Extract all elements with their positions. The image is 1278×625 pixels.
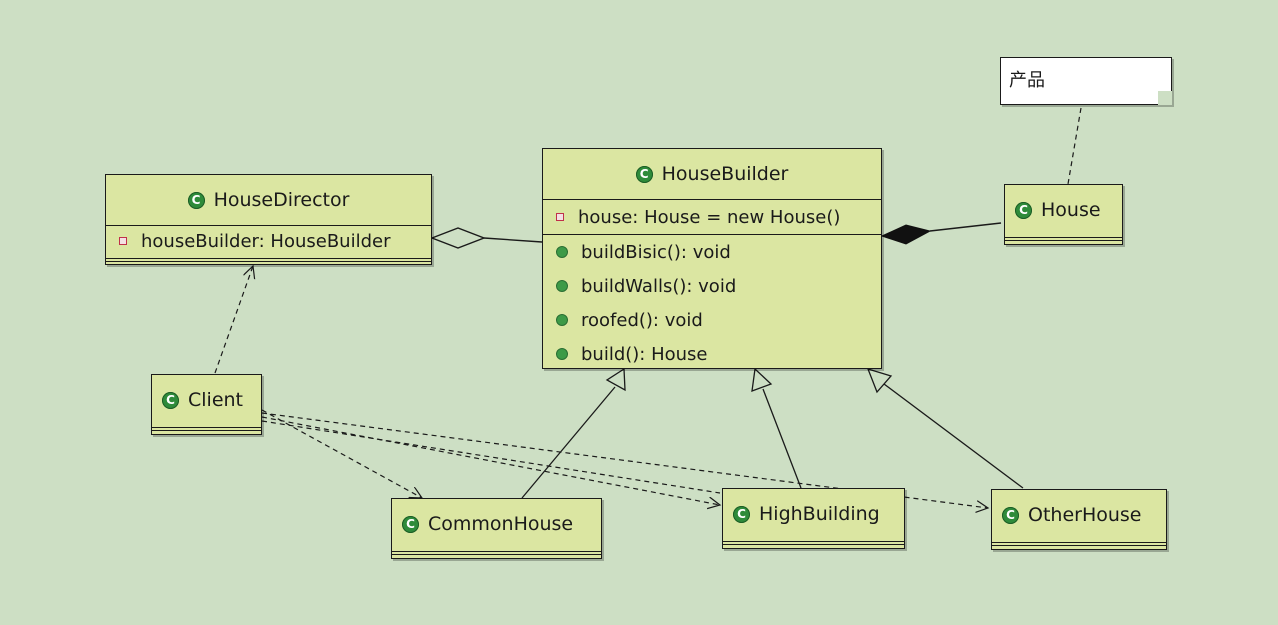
method-row[interactable]: build(): House <box>543 337 881 371</box>
class-icon: C <box>733 505 750 523</box>
method-text: buildWalls(): void <box>581 275 737 297</box>
attribute-row[interactable]: houseBuilder: HouseBuilder <box>106 226 431 256</box>
class-icon: C <box>635 165 653 183</box>
attribute-text: houseBuilder: HouseBuilder <box>141 230 391 252</box>
commonhouse-generalization-line <box>521 386 616 499</box>
client-otherhouse-dependency-b <box>261 420 721 494</box>
otherhouse-generalization-line <box>883 383 1024 489</box>
class-house[interactable]: C House <box>1004 184 1123 245</box>
divider <box>392 551 601 555</box>
attribute-row[interactable]: house: House = new House() <box>543 200 881 234</box>
note-anchor-line <box>1067 107 1082 185</box>
composition-line <box>929 222 1002 232</box>
class-icon: C <box>402 515 419 533</box>
method-text: roofed(): void <box>581 309 703 331</box>
private-field-icon <box>556 213 564 221</box>
class-header: C Client <box>152 375 261 425</box>
highbuilding-generalization-line <box>762 388 802 489</box>
divider <box>543 234 881 235</box>
class-common-house[interactable]: C CommonHouse <box>391 498 602 559</box>
class-house-director[interactable]: C HouseDirector houseBuilder: HouseBuild… <box>105 174 432 265</box>
class-header: C HouseBuilder <box>543 149 881 199</box>
method-row[interactable]: buildWalls(): void <box>543 269 881 303</box>
class-header: C HouseDirector <box>106 175 431 225</box>
class-name: HouseDirector <box>213 189 350 211</box>
public-method-icon <box>556 314 568 326</box>
class-header: C OtherHouse <box>992 490 1166 540</box>
divider <box>992 542 1166 546</box>
class-icon: C <box>1002 506 1019 524</box>
highbuilding-generalization-head <box>751 367 773 392</box>
public-method-icon <box>556 280 568 292</box>
note-text: 产品 <box>1009 70 1045 91</box>
method-row[interactable]: roofed(): void <box>543 303 881 337</box>
class-name: HighBuilding <box>759 503 880 525</box>
client-commonhouse-dependency <box>261 409 422 498</box>
composition-diamond <box>880 224 932 245</box>
class-name: OtherHouse <box>1028 504 1142 526</box>
private-field-icon <box>119 237 127 245</box>
product-note[interactable]: 产品 <box>1000 57 1172 105</box>
class-header: C CommonHouse <box>392 499 601 549</box>
aggregation-line <box>483 237 543 243</box>
otherhouse-generalization-head <box>866 367 893 394</box>
divider <box>1005 237 1122 241</box>
class-name: CommonHouse <box>428 513 574 535</box>
divider <box>106 225 431 226</box>
public-method-icon <box>556 348 568 360</box>
method-text: build(): House <box>581 343 708 365</box>
note-fold-corner <box>1158 91 1172 105</box>
divider <box>106 258 431 262</box>
class-other-house[interactable]: C OtherHouse <box>991 489 1167 550</box>
class-name: HouseBuilder <box>661 163 789 185</box>
class-icon: C <box>162 391 179 409</box>
class-name: House <box>1041 199 1101 221</box>
client-highbuilding-dependency <box>261 416 720 505</box>
attribute-text: house: House = new House() <box>578 206 841 228</box>
divider <box>152 427 261 431</box>
class-header: C House <box>1005 185 1122 235</box>
method-text: buildBisic(): void <box>581 241 731 263</box>
commonhouse-generalization-head <box>605 367 626 392</box>
class-icon: C <box>1015 201 1032 219</box>
client-director-dependency <box>214 266 253 374</box>
class-client[interactable]: C Client <box>151 374 262 435</box>
class-header: C HighBuilding <box>723 489 904 539</box>
method-row[interactable]: buildBisic(): void <box>543 235 881 269</box>
class-high-building[interactable]: C HighBuilding <box>722 488 905 549</box>
public-method-icon <box>556 246 568 258</box>
class-name: Client <box>188 389 244 411</box>
divider <box>723 541 904 545</box>
class-icon: C <box>187 191 205 209</box>
class-house-builder[interactable]: C HouseBuilder house: House = new House(… <box>542 148 882 369</box>
divider <box>543 199 881 200</box>
aggregation-diamond <box>430 227 486 249</box>
